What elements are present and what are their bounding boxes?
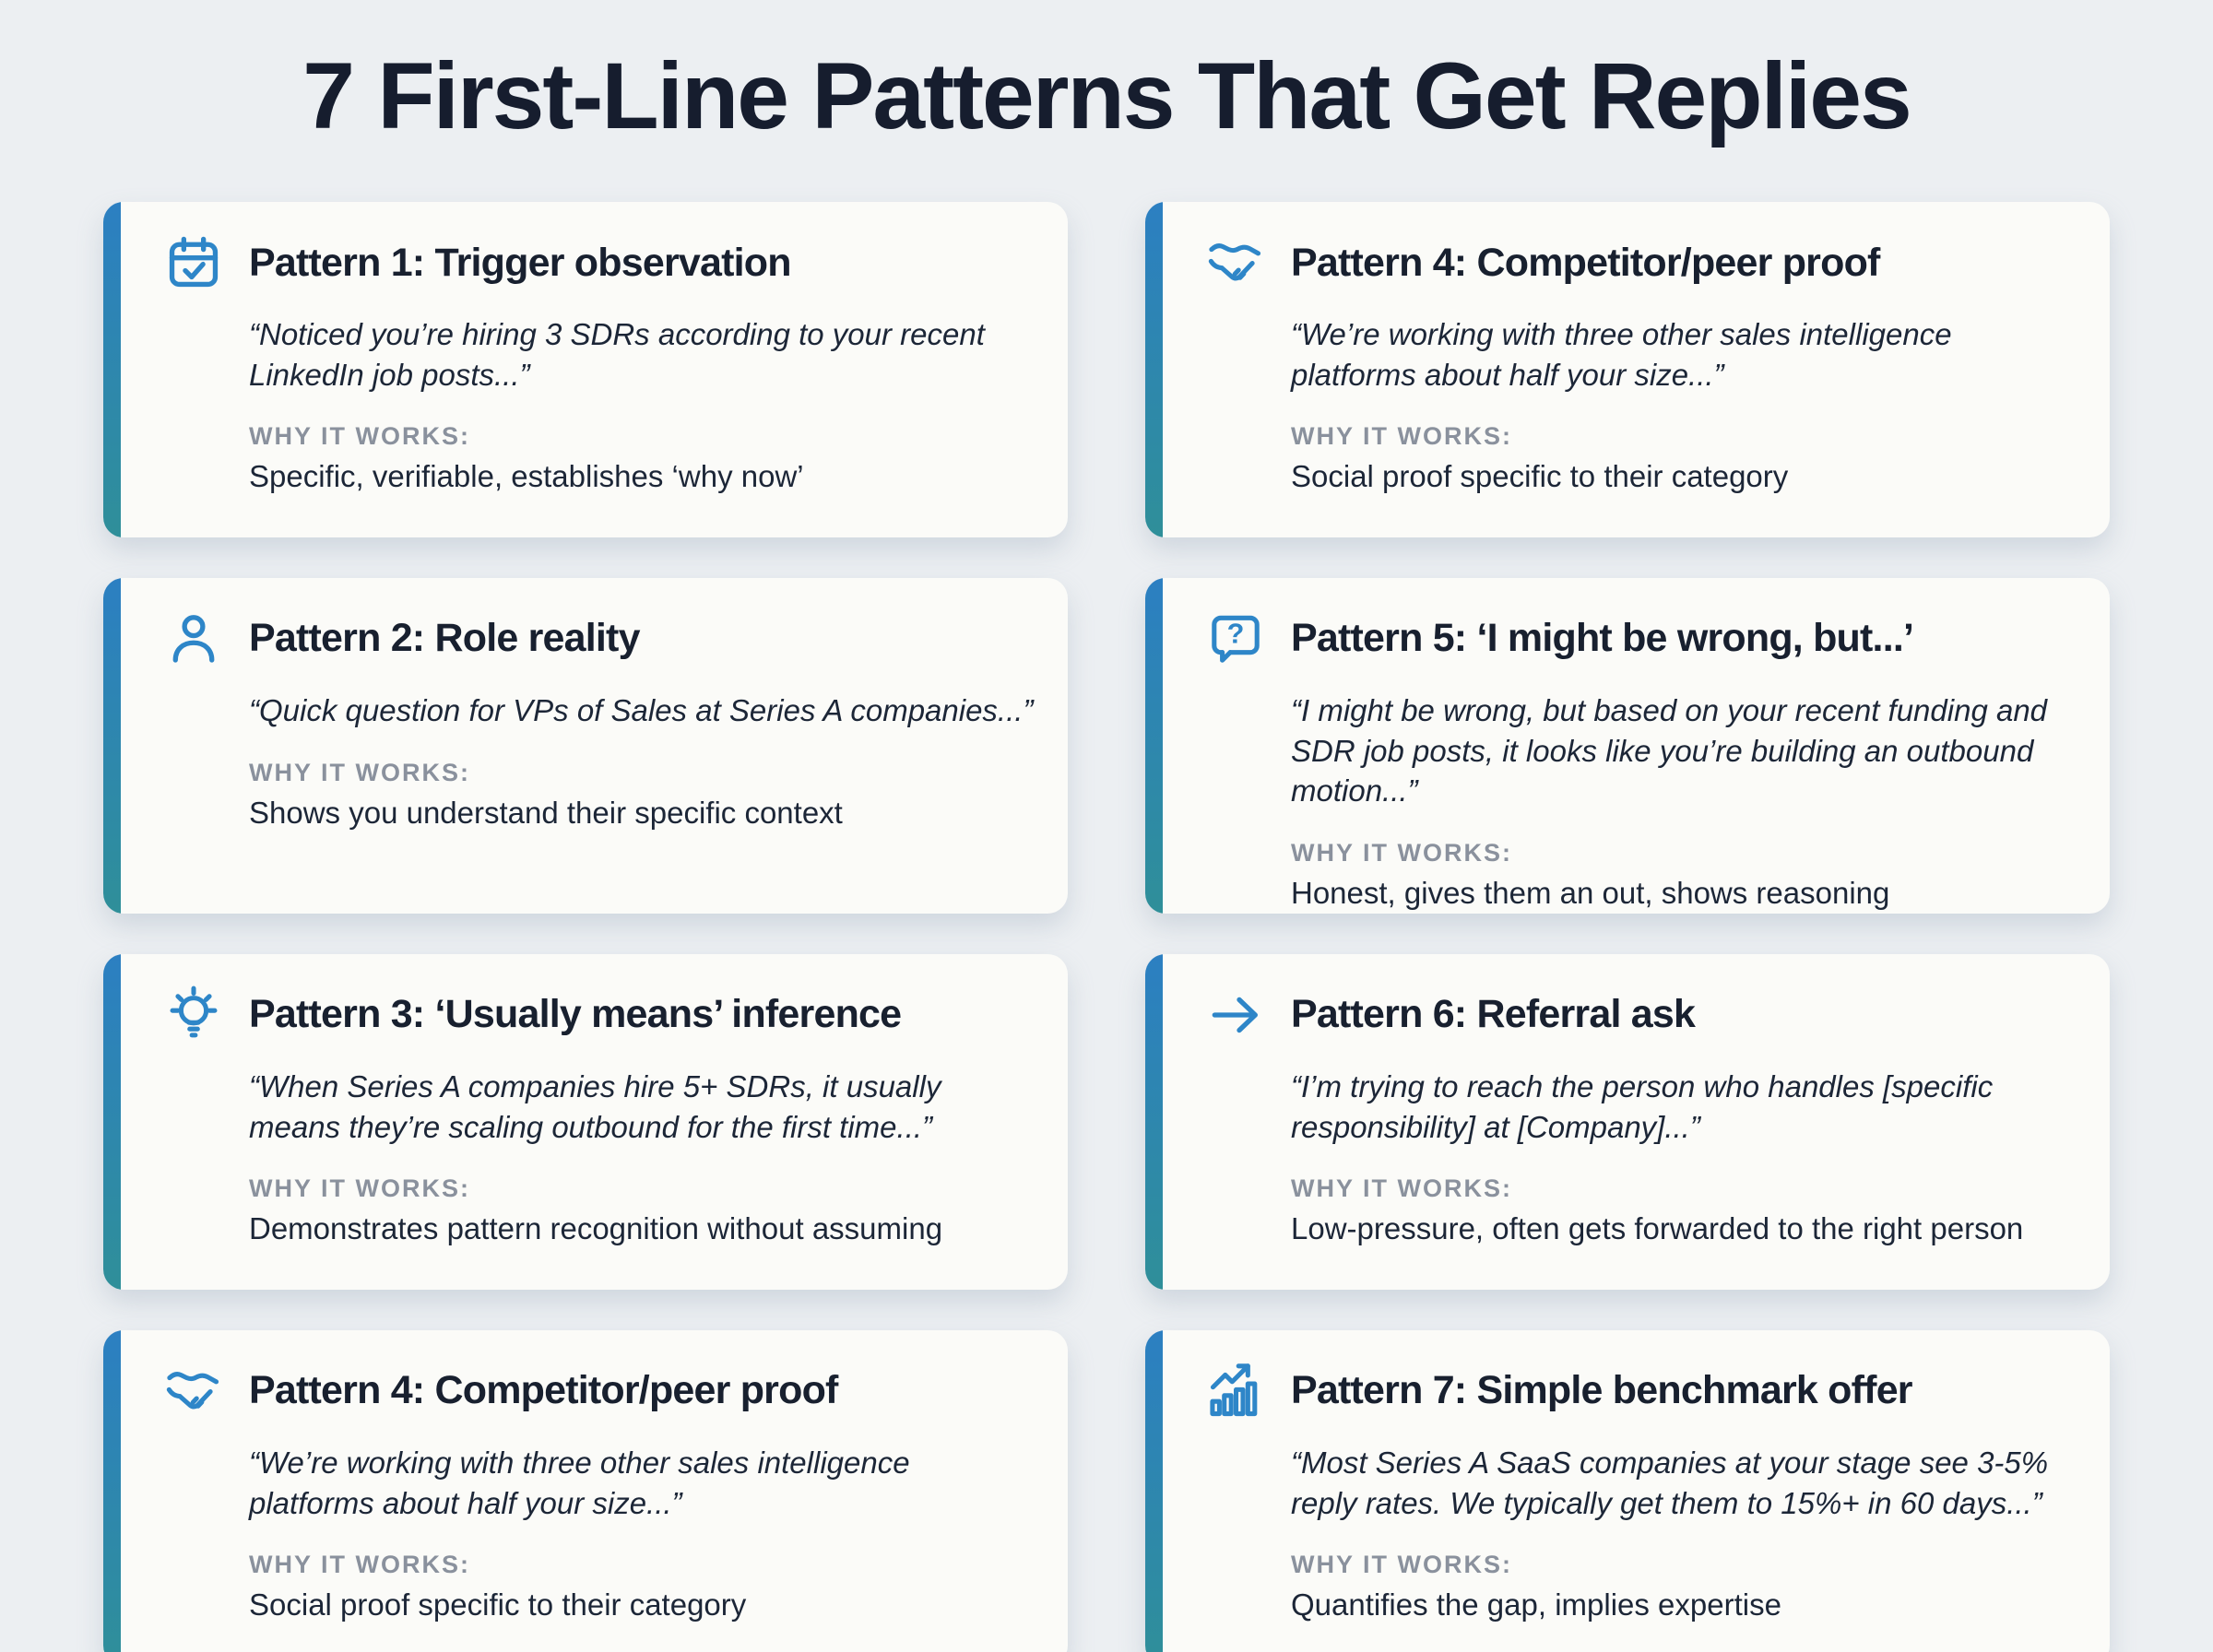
why-it-works-text: Low-pressure, often gets forwarded to th… <box>1291 1211 2024 1246</box>
pattern-title: Pattern 6: Referral ask <box>1291 992 1696 1037</box>
right-column: Pattern 4: Competitor/peer proof “We’re … <box>1145 202 2110 1652</box>
pattern-title: Pattern 5: ‘I might be wrong, but...’ <box>1291 616 1914 661</box>
accent-stripe <box>1145 1329 1163 1652</box>
pattern-quote: “Most Series A SaaS companies at your st… <box>1291 1445 2049 1520</box>
accent-stripe <box>103 953 121 1290</box>
handshake-icon <box>1206 233 1265 292</box>
pattern-quote: “I might be wrong, but based on your rec… <box>1291 692 2048 808</box>
pattern-card-7: Pattern 7: Simple benchmark offer “Most … <box>1145 1329 2110 1652</box>
pattern-quote: “When Series A companies hire 5+ SDRs, i… <box>249 1068 941 1144</box>
pattern-card-2: Pattern 2: Role reality “Quick question … <box>103 577 1068 914</box>
question-bubble-icon: ? <box>1206 609 1265 668</box>
pattern-card-4: Pattern 4: Competitor/peer proof “We’re … <box>103 1329 1068 1652</box>
why-it-works-label: WHY IT WORKS: <box>1291 1174 1512 1203</box>
accent-stripe <box>103 577 121 914</box>
svg-text:?: ? <box>1227 618 1245 649</box>
why-it-works-label: WHY IT WORKS: <box>1291 422 1512 451</box>
why-it-works-text: Demonstrates pattern recognition without… <box>249 1211 943 1246</box>
calendar-check-icon <box>164 233 223 292</box>
why-it-works-text: Social proof specific to their category <box>249 1587 747 1622</box>
why-it-works-text: Honest, gives them an out, shows reasoni… <box>1291 875 1890 910</box>
pattern-title: Pattern 3: ‘Usually means’ inference <box>249 992 902 1037</box>
accent-stripe <box>1145 953 1163 1290</box>
why-it-works-text: Specific, verifiable, establishes ‘why n… <box>249 459 804 494</box>
pattern-card-5: ? Pattern 5: ‘I might be wrong, but...’ … <box>1145 577 2110 914</box>
pattern-card-4b: Pattern 4: Competitor/peer proof “We’re … <box>1145 202 2110 537</box>
pattern-title: Pattern 1: Trigger observation <box>249 240 792 285</box>
why-it-works-label: WHY IT WORKS: <box>249 758 470 786</box>
why-it-works-text: Shows you understand their specific cont… <box>249 795 843 830</box>
pattern-quote: “Quick question for VPs of Sales at Seri… <box>249 692 1034 727</box>
pattern-title: Pattern 4: Competitor/peer proof <box>1291 240 1880 285</box>
why-it-works-text: Social proof specific to their category <box>1291 459 1789 494</box>
pattern-title: Pattern 7: Simple benchmark offer <box>1291 1368 1913 1413</box>
why-it-works-label: WHY IT WORKS: <box>249 1174 470 1203</box>
pattern-title: Pattern 4: Competitor/peer proof <box>249 1368 838 1413</box>
accent-stripe <box>103 1329 121 1652</box>
arrow-right-icon <box>1206 985 1265 1044</box>
accent-stripe <box>1145 577 1163 914</box>
handshake-icon <box>164 1362 223 1421</box>
accent-stripe <box>1145 202 1163 537</box>
left-column: Pattern 1: Trigger observation “Noticed … <box>103 202 1068 1652</box>
why-it-works-label: WHY IT WORKS: <box>249 1551 470 1579</box>
why-it-works-text: Quantifies the gap, implies expertise <box>1291 1587 1781 1622</box>
card-grid: Pattern 1: Trigger observation “Noticed … <box>0 202 2213 1652</box>
pattern-quote: “I’m trying to reach the person who hand… <box>1291 1068 1994 1144</box>
pattern-quote: “We’re working with three other sales in… <box>249 1445 910 1520</box>
pattern-quote: “Noticed you’re hiring 3 SDRs according … <box>249 317 985 392</box>
pattern-card-3: Pattern 3: ‘Usually means’ inference “Wh… <box>103 953 1068 1290</box>
pattern-quote: “We’re working with three other sales in… <box>1291 317 1952 392</box>
user-icon <box>164 609 223 668</box>
accent-stripe <box>103 202 121 537</box>
pattern-card-6: Pattern 6: Referral ask “I’m trying to r… <box>1145 953 2110 1290</box>
bar-chart-trend-icon <box>1206 1362 1265 1421</box>
lightbulb-icon <box>164 985 223 1044</box>
why-it-works-label: WHY IT WORKS: <box>1291 838 1512 867</box>
pattern-card-1: Pattern 1: Trigger observation “Noticed … <box>103 202 1068 537</box>
why-it-works-label: WHY IT WORKS: <box>249 422 470 451</box>
pattern-title: Pattern 2: Role reality <box>249 616 641 661</box>
page-title: 7 First-Line Patterns That Get Replies <box>302 43 1911 148</box>
why-it-works-label: WHY IT WORKS: <box>1291 1551 1512 1579</box>
